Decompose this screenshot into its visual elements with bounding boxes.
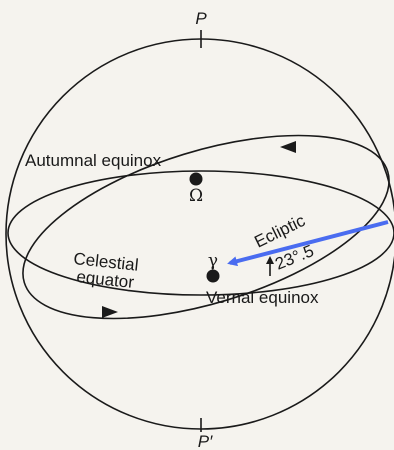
autumnal-symbol: Ω: [189, 186, 203, 206]
vernal-equinox-point: [207, 270, 220, 283]
ecliptic-direction-arrow-top: [280, 141, 296, 153]
ecliptic-direction-arrow-bottom: [102, 306, 118, 318]
autumnal-equinox-point: [190, 173, 203, 186]
ecliptic-ellipse: [2, 99, 394, 355]
south-pole-label: P′: [198, 432, 213, 450]
north-pole-label: P: [195, 9, 207, 28]
autumnal-equinox-label: Autumnal equinox: [25, 151, 162, 170]
vernal-equinox-label: Vernal equinox: [206, 288, 319, 307]
vernal-symbol: γ: [208, 251, 218, 271]
